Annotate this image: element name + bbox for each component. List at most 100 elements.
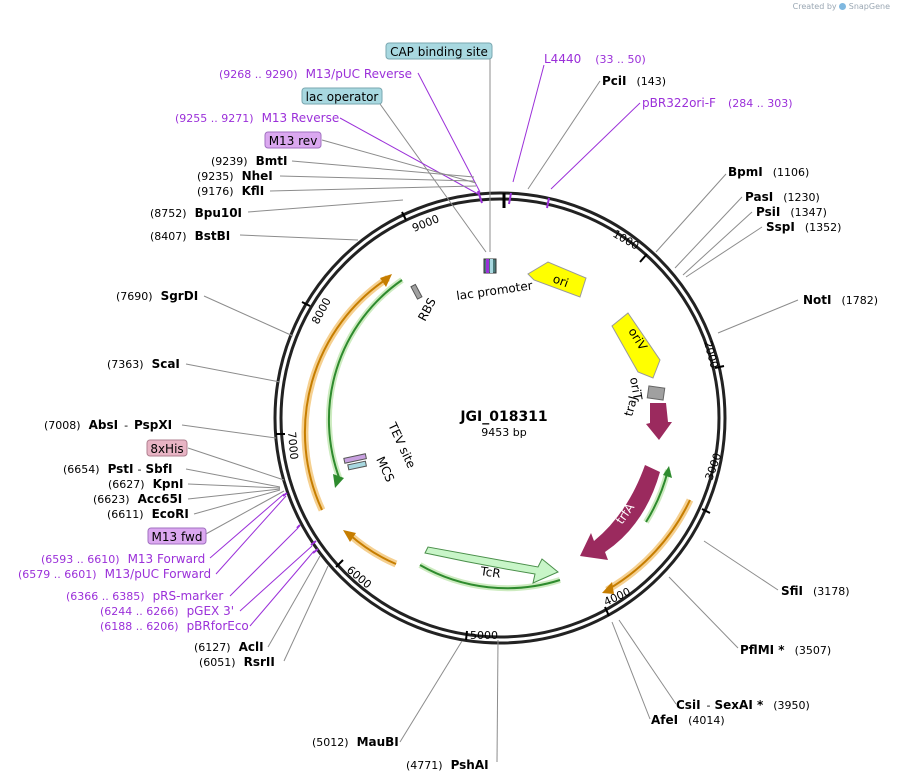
lead-ecori (193, 489, 281, 515)
tcr-label: TcR (479, 564, 502, 581)
lead-m13puc-rev (417, 72, 481, 193)
enzyme-ecori: (6611)EcoRI (107, 507, 189, 521)
primer-l4440: L4440(33 .. 50) (544, 52, 646, 66)
feature-arc-left-green (325, 277, 404, 482)
lead-pcii (527, 80, 601, 190)
enzyme-absi: (7008)AbsI-PspXI (44, 418, 172, 432)
tick-8000 (301, 301, 311, 307)
lead-kfli (269, 185, 477, 192)
lead-m13-rev (339, 117, 479, 195)
lead-psti (185, 468, 281, 488)
rbs-label: RBS (415, 296, 439, 324)
traj-arrow (646, 403, 672, 440)
feature-arc-left-green-line (327, 279, 403, 481)
lead-m13-fwd (209, 493, 285, 559)
enzyme-bpu10i: (8752)Bpu10I (150, 206, 242, 220)
lead-rsrii (283, 565, 329, 662)
lead-scai (185, 363, 281, 383)
tick-label-2000: 2000 (701, 339, 721, 369)
tick-label-7000: 7000 (285, 431, 300, 460)
enzyme-rsrii: (6051)RsrII (199, 655, 275, 669)
lead-acli (267, 555, 321, 648)
enzyme-kfli: (9176)KflI (197, 184, 264, 198)
lead-prs (229, 527, 299, 597)
enzyme-sfii: SfiI(3178) (781, 584, 850, 598)
enzyme-kpni: (6627)KpnI (108, 477, 183, 491)
primer-prs: (6366 .. 6385)pRS-marker (66, 589, 223, 603)
primer-pgex: (6244 .. 6266)pGEX 3' (100, 604, 234, 618)
arc-left-orange-arrow (380, 274, 392, 287)
tick-2000 (714, 365, 725, 369)
mcs-block (347, 460, 368, 471)
lac-operator-block (486, 259, 489, 273)
enzyme-bstbi: (8407)BstBI (150, 229, 230, 243)
traj-label: traJ (621, 394, 640, 417)
enzyme-bmti: (9239)BmtI (211, 154, 287, 168)
lead-bstbi (239, 234, 359, 241)
enzyme-psii: PsiI(1347) (756, 205, 827, 219)
feature-arc-left-orange-line (303, 277, 389, 511)
arc-right-green-arrow (663, 466, 672, 478)
lead-bmti (291, 160, 475, 178)
tick-3000 (701, 508, 711, 514)
lead-csii (618, 619, 677, 705)
enzyme-pflmi: PflMI *(3507) (740, 643, 831, 657)
enzyme-pshai: (4771)PshAI (406, 758, 489, 772)
lead-pgex (239, 545, 313, 612)
m13-rev-label: M13 rev (269, 134, 318, 148)
watermark-prefix: Created by (792, 2, 837, 11)
feature-arc-right-line (606, 499, 691, 591)
lead-maubi (399, 640, 463, 743)
enzyme-acli: (6127)AclI (194, 640, 264, 654)
enzyme-psti: (6654)PstI-SbfI (63, 462, 172, 476)
tick-5000 (465, 630, 468, 641)
cap-binding-site-box: CAP binding site (385, 42, 493, 60)
tick-6000 (335, 559, 344, 568)
arc-bottomleft-arrow (343, 530, 356, 542)
lead-sgrdi (203, 295, 294, 337)
lead-l4440 (512, 64, 545, 183)
enzyme-acc65i: (6623)Acc65I (93, 492, 182, 506)
oriv-arrow (611, 312, 661, 379)
ori-label: ori (551, 272, 570, 290)
primer-m13puc-fwd: (6579 .. 6601)M13/pUC Forward (18, 567, 211, 581)
lead-kpni (187, 483, 281, 489)
lead-m13rev-box (321, 139, 477, 184)
cap-binding-site-label: CAP binding site (390, 45, 488, 59)
primer-mark-top (477, 190, 550, 209)
his-tag-label: 8xHis (150, 442, 183, 456)
feature-arc-bottom-line (419, 564, 561, 590)
enzyme-maubi: (5012)MauBI (312, 735, 399, 749)
lead-sfii (703, 540, 779, 591)
lead-sspi (685, 226, 763, 278)
lead-bpu10i (247, 199, 404, 213)
tick-9000 (401, 211, 407, 221)
primer-pbrforeco: (6188 .. 6206)pBRforEco (100, 619, 249, 633)
backbone-outer (273, 191, 727, 645)
enzyme-pcii: PciI(143) (602, 74, 666, 88)
plasmid-size: 9453 bp (481, 426, 526, 439)
m13-fwd-box: M13 fwd (147, 527, 207, 545)
lead-his (187, 447, 285, 481)
enzyme-bpmi: BpmI(1106) (728, 165, 809, 179)
m13-rev-box: M13 rev (264, 131, 322, 149)
backbone-inner (279, 197, 721, 639)
tick-4000 (604, 606, 610, 617)
orit-block (646, 385, 666, 401)
lead-acc65i (187, 488, 281, 500)
lac-promoter-label: lac promoter (455, 278, 533, 303)
primer-pbr322ori: pBR322ori-F(284 .. 303) (642, 96, 793, 110)
primer-m13-rev: (9255 .. 9271)M13 Reverse (175, 111, 339, 125)
feature-arc-bottomleft (347, 532, 398, 568)
tcr-arrow (424, 546, 559, 584)
plasmid-name: JGI_018311 (459, 409, 547, 425)
enzyme-csii: CsiI-SexAI *(3950) (676, 698, 810, 712)
enzyme-sspi: SspI(1352) (766, 220, 841, 234)
m13-fwd-label: M13 fwd (152, 530, 203, 544)
lead-pshai (496, 639, 499, 763)
lead-nhei (279, 175, 475, 182)
rbs-block (410, 283, 423, 300)
enzyme-afei: AfeI(4014) (651, 713, 725, 727)
lead-pbrforeco (249, 550, 315, 627)
tick-1000 (639, 253, 648, 263)
